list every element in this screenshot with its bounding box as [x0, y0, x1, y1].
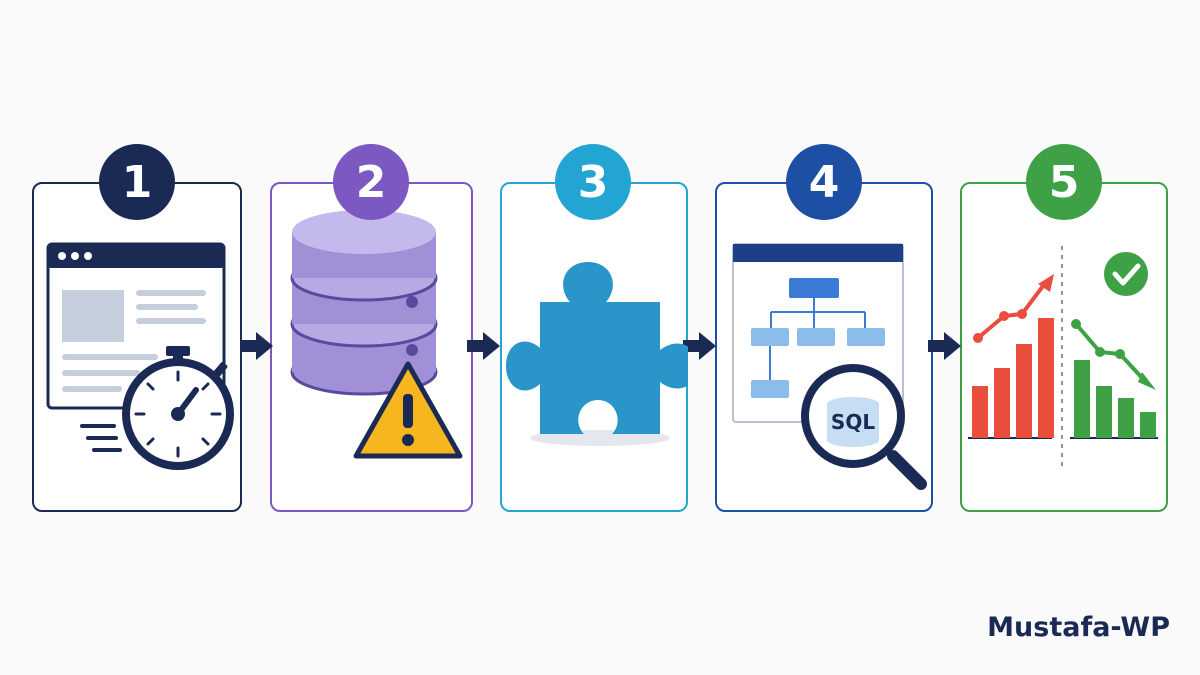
magnifier-icon: SQL — [801, 364, 927, 490]
arrow-right-icon — [683, 332, 716, 360]
step-badge-4: 4 — [786, 144, 862, 220]
step-badge-1: 1 — [99, 144, 175, 220]
browser-stopwatch-icon — [46, 242, 234, 470]
arrow-right-icon — [240, 332, 273, 360]
arrow-right-icon — [928, 332, 961, 360]
step-badge-5: 5 — [1026, 144, 1102, 220]
step-card-5 — [960, 182, 1168, 512]
sql-label: SQL — [831, 410, 875, 434]
step-badge-3: 3 — [555, 144, 631, 220]
before-after-chart-icon — [968, 246, 1158, 466]
puzzle-piece-icon — [506, 262, 688, 446]
bar-chart-rising-icon — [968, 274, 1054, 439]
warning-icon — [353, 361, 463, 459]
database-icon — [290, 210, 438, 396]
checkmark-icon — [1104, 252, 1148, 296]
step-badge-2: 2 — [333, 144, 409, 220]
diagram-sql-search-icon: SQL — [732, 243, 927, 490]
stopwatch-icon — [80, 346, 234, 470]
brand-label: Mustafa-WP — [987, 612, 1170, 643]
arrow-right-icon — [467, 332, 500, 360]
bar-chart-falling-icon — [1070, 319, 1158, 439]
database-warning-icon — [290, 210, 463, 459]
